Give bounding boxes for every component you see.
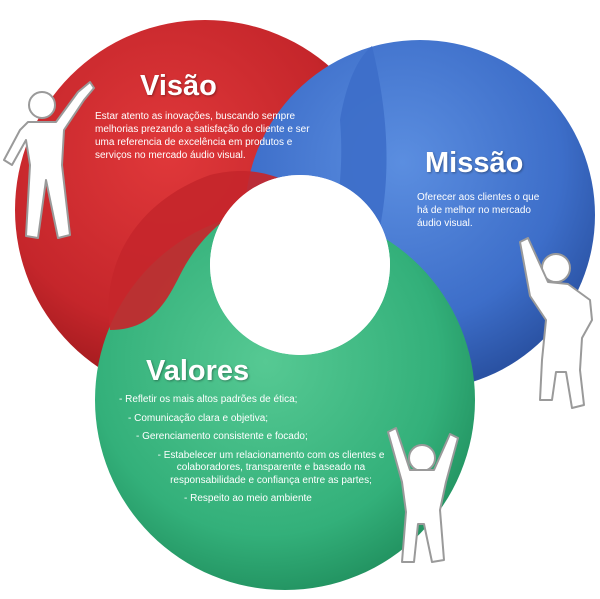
valores-item: - Estabelecer um relacionamento com os c… — [157, 449, 385, 486]
person-waving-icon — [3, 81, 95, 239]
person-arm-raised-icon — [519, 237, 593, 409]
person-arms-up-icon — [387, 427, 459, 563]
visao-title: Visão — [140, 70, 217, 102]
valores-list: - Refletir os mais altos padrões de étic… — [105, 394, 405, 512]
valores-item: - Respeito ao meio ambiente — [184, 493, 312, 504]
valores-item: - Gerenciamento consistente e focado; — [136, 431, 308, 442]
visao-text: Estar atento as inovações, buscando semp… — [95, 111, 310, 161]
center-hole — [210, 175, 390, 355]
valores-item: - Comunicação clara e objetiva; — [128, 412, 269, 424]
visao-swirl — [108, 170, 301, 330]
missao-title: Missão — [425, 147, 524, 179]
valores-title: Valores — [146, 355, 250, 387]
valores-item: - Refletir os mais altos padrões de étic… — [119, 394, 298, 405]
missao-text: Oferecer aos clientes o que há de melhor… — [417, 192, 540, 229]
